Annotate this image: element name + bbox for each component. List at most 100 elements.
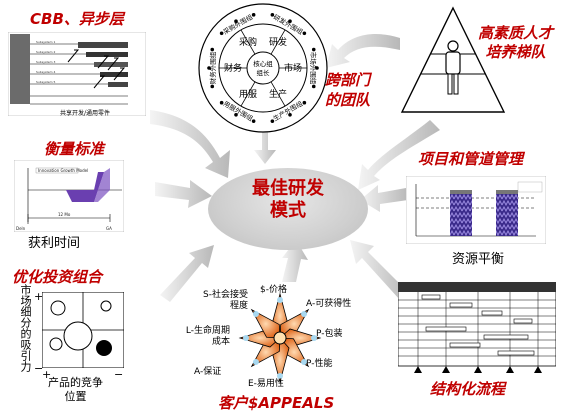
wheel-spoke <box>270 29 286 55</box>
portfolio-plus-y: + <box>34 290 44 303</box>
wheel-dot <box>219 100 224 105</box>
svg-text:Subsystem 3: Subsystem 3 <box>36 60 56 64</box>
arrow-talent2 <box>358 120 440 190</box>
appeals-label: S-社会接受程度 <box>203 290 248 311</box>
portfolio-ylabel: 市场细分的吸引力 <box>6 284 32 374</box>
wheel-dot <box>311 84 316 89</box>
arrow-pipeline <box>360 185 408 212</box>
wheel-outer-label: 财务外围组 <box>208 51 217 84</box>
arrow-wheel <box>254 132 276 164</box>
wheel-inner-label: 生产 <box>269 88 287 100</box>
wheel-dot <box>234 19 238 24</box>
arrow-appeals <box>282 240 308 282</box>
wheel-dot <box>302 100 307 105</box>
pipeline-chart <box>405 175 547 245</box>
measure-x-end: GA <box>106 226 112 231</box>
wheel-dot <box>311 47 316 52</box>
appeals-star <box>180 282 380 394</box>
wheel-inner-label: 研发 <box>269 36 287 48</box>
wheel-dot <box>251 13 256 17</box>
measure-chart: Innovation Growth Model Deln GA 12 Mo <box>13 159 125 233</box>
wheel-spoke <box>240 29 256 55</box>
wheel-core-2: 组长 <box>257 68 271 77</box>
appeals-title: 客户$APPEALS <box>218 394 335 412</box>
wheel-dot <box>315 66 319 70</box>
appeals-label: A-保证 <box>194 367 222 377</box>
structured-flow-diagram <box>397 281 557 374</box>
appeals-spike-tip <box>252 310 259 317</box>
portfolio-xlabel: 产品的竞争 位置 <box>48 376 103 404</box>
cbb-footer: 共享开发/通用零件 <box>60 110 111 117</box>
arrow-structured <box>350 240 408 300</box>
appeals-spike-tip <box>252 359 259 366</box>
arrow-talent <box>326 34 400 68</box>
pipeline-title: 项目和管道管理 <box>418 150 524 168</box>
center-title-line1: 最佳研发 <box>252 178 324 199</box>
appeals-label: P-性能 <box>306 359 333 369</box>
portfolio-title: 优化投资组合 <box>12 268 103 286</box>
talent-title-line2: 培养梯队 <box>485 43 546 61</box>
measure-duration: 12 Mo <box>58 212 71 217</box>
wheel-dot <box>288 19 292 24</box>
svg-text:Subsystem 5: Subsystem 5 <box>36 80 56 84</box>
wheel-dot <box>207 66 211 70</box>
appeals-spike-tip <box>311 335 317 341</box>
wheel-spoke <box>270 81 286 107</box>
appeals-label: A-可获得性 <box>306 299 352 309</box>
appeals-label: $-价格 <box>260 285 287 295</box>
wheel-label-line1: 跨部门 <box>325 71 371 89</box>
measure-x-start: Deln <box>16 226 26 231</box>
team-wheel: 采购外围组研发外围组市场外围组生产外围组用服外围组财务外围组 采购研发市场生产用… <box>196 2 330 134</box>
appeals-spike-tip <box>301 310 308 317</box>
arrow-portfolio <box>160 245 214 302</box>
wheel-dot <box>251 119 256 123</box>
wheel-core-1: 核心组 <box>253 59 273 68</box>
wheel-dot <box>288 112 292 117</box>
wheel-dot <box>219 31 224 36</box>
appeals-spike <box>250 308 281 339</box>
center-title: 最佳研发 模式 <box>208 178 368 222</box>
measure-title: 衡量标准 <box>44 140 105 158</box>
cbb-title: CBB、异步层 <box>30 10 124 28</box>
wheel-inner-label: 采购 <box>239 36 257 48</box>
appeals-spike-tip <box>277 297 283 303</box>
pipeline-caption: 资源平衡 <box>452 252 505 267</box>
talent-title-line1: 高素质人才 <box>478 24 554 42</box>
svg-text:Subsystem 4: Subsystem 4 <box>36 70 56 74</box>
wheel-label: 跨部门 的团队 <box>325 70 370 110</box>
appeals-label: E-易用性 <box>248 379 284 389</box>
portfolio-matrix <box>41 291 125 369</box>
appeals-label: L-生命周期成本 <box>185 326 230 347</box>
wheel-spoke <box>240 81 256 107</box>
arrow-cbb <box>150 110 230 178</box>
structured-title: 结构化流程 <box>430 380 506 398</box>
measure-top-label: Innovation Growth Model <box>38 168 88 173</box>
measure-caption: 获利时间 <box>28 236 81 251</box>
appeals-spike-tip <box>277 373 283 379</box>
talent-title: 高素质人才 培养梯队 <box>478 24 553 62</box>
wheel-dot <box>210 84 215 89</box>
wheel-outer-label: 市场外围组 <box>309 52 318 85</box>
center-title-line2: 模式 <box>270 200 306 221</box>
wheel-label-line2: 的团队 <box>325 91 371 109</box>
portfolio-xlabel-line2: 位置 <box>64 390 87 403</box>
wheel-dot <box>270 119 275 123</box>
center-ellipse <box>208 168 368 250</box>
portfolio-ylabel-text: 市场细分的吸引力 <box>19 284 32 372</box>
portfolio-minus-x: − <box>114 368 124 381</box>
appeals-label: P-包装 <box>316 329 343 339</box>
arrow-measure <box>155 180 212 208</box>
wheel-inner-label: 市场 <box>284 62 302 74</box>
wheel-dot <box>302 31 307 36</box>
appeals-spike-tip <box>301 359 308 366</box>
portfolio-plus-x: + <box>42 368 52 381</box>
svg-text:Subsystem 2: Subsystem 2 <box>36 50 56 54</box>
wheel-dot <box>270 13 275 17</box>
appeals-spike-tip <box>243 335 249 341</box>
wheel-inner-label: 财务 <box>224 62 242 74</box>
portfolio-xlabel-line1: 产品的竞争 <box>48 376 103 389</box>
wheel-dot <box>234 112 238 117</box>
wheel-dot <box>210 47 215 52</box>
